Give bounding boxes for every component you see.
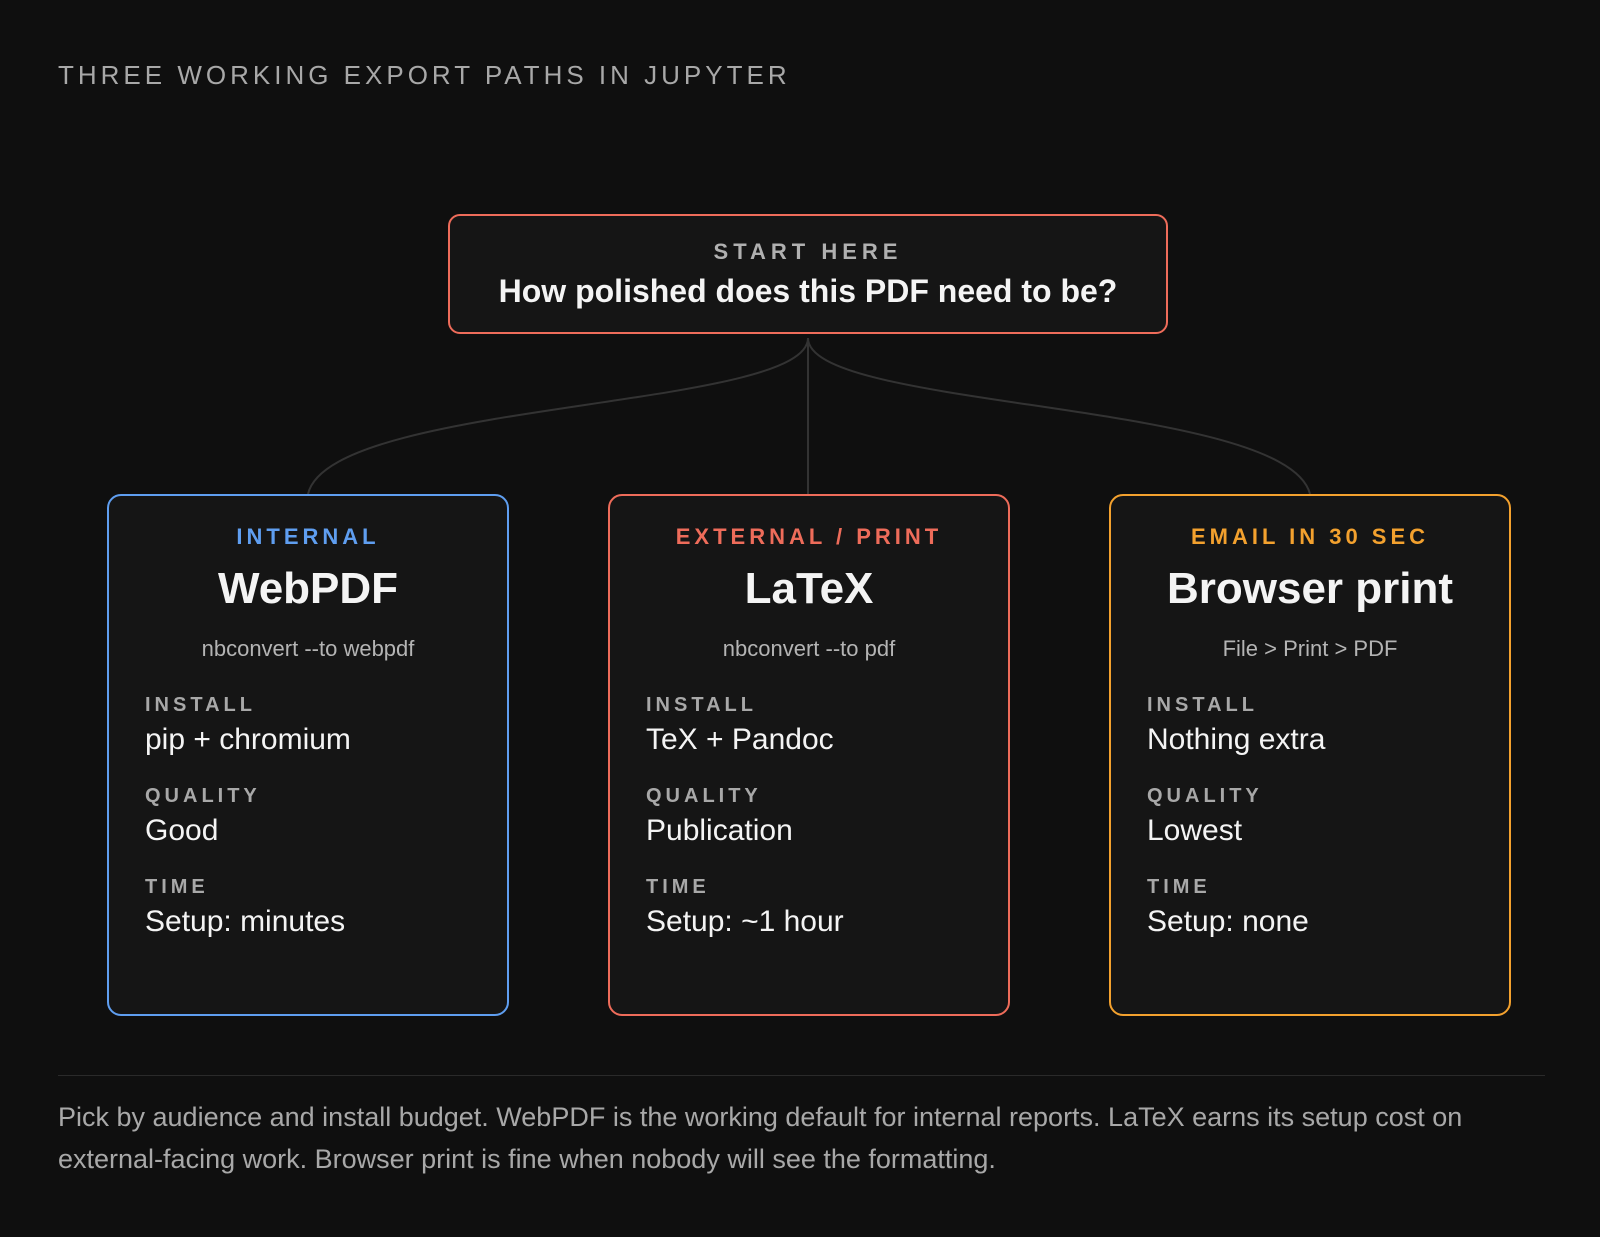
field-time: TIME Setup: none [1147, 876, 1473, 939]
card-title: LaTeX [744, 564, 874, 613]
card-latex: EXTERNAL / PRINT LaTeX nbconvert --to pd… [608, 494, 1010, 1016]
field-value: Good [145, 814, 219, 847]
field-label: TIME [145, 876, 209, 898]
field-install: INSTALL TeX + Pandoc [646, 694, 972, 757]
field-label: INSTALL [1147, 694, 1258, 716]
field-install: INSTALL Nothing extra [1147, 694, 1473, 757]
field-label: QUALITY [646, 785, 762, 807]
card-eyebrow: EXTERNAL / PRINT [675, 524, 943, 549]
field-label: QUALITY [1147, 785, 1263, 807]
start-eyebrow: START HERE [713, 238, 903, 264]
card-command: File > Print > PDF [1222, 636, 1398, 661]
connector-to-browser-print [807, 337, 1311, 495]
card-title: WebPDF [217, 564, 399, 613]
field-label: QUALITY [145, 785, 261, 807]
field-install: INSTALL pip + chromium [145, 694, 471, 757]
diagram-heading: THREE WORKING EXPORT PATHS IN JUPYTER [58, 60, 791, 90]
field-quality: QUALITY Publication [646, 785, 972, 848]
field-value: Setup: minutes [145, 905, 346, 938]
card-title: Browser print [1166, 564, 1454, 613]
field-value: Setup: none [1147, 905, 1309, 938]
field-label: TIME [646, 876, 710, 898]
field-value: TeX + Pandoc [646, 723, 834, 756]
card-browser-print: EMAIL IN 30 SEC Browser print File > Pri… [1109, 494, 1511, 1016]
field-value: Lowest [1147, 814, 1243, 847]
field-time: TIME Setup: minutes [145, 876, 471, 939]
card-eyebrow: INTERNAL [236, 524, 380, 549]
field-value: Nothing extra [1147, 723, 1326, 756]
field-time: TIME Setup: ~1 hour [646, 876, 972, 939]
start-question: How polished does this PDF need to be? [498, 272, 1118, 309]
footer-divider [58, 1075, 1545, 1076]
footnote: Pick by audience and install budget. Web… [58, 1102, 1463, 1174]
field-value: Publication [646, 814, 793, 847]
field-value: pip + chromium [145, 723, 351, 756]
connector-to-webpdf [307, 337, 809, 495]
field-value: Setup: ~1 hour [646, 905, 844, 938]
card-webpdf: INTERNAL WebPDF nbconvert --to webpdf IN… [107, 494, 509, 1016]
card-command: nbconvert --to pdf [722, 636, 896, 661]
field-quality: QUALITY Good [145, 785, 471, 848]
field-label: TIME [1147, 876, 1211, 898]
card-eyebrow: EMAIL IN 30 SEC [1190, 524, 1430, 549]
field-label: INSTALL [646, 694, 757, 716]
field-label: INSTALL [145, 694, 256, 716]
start-node: START HERE How polished does this PDF ne… [448, 214, 1168, 334]
card-command: nbconvert --to webpdf [201, 636, 415, 661]
field-quality: QUALITY Lowest [1147, 785, 1473, 848]
